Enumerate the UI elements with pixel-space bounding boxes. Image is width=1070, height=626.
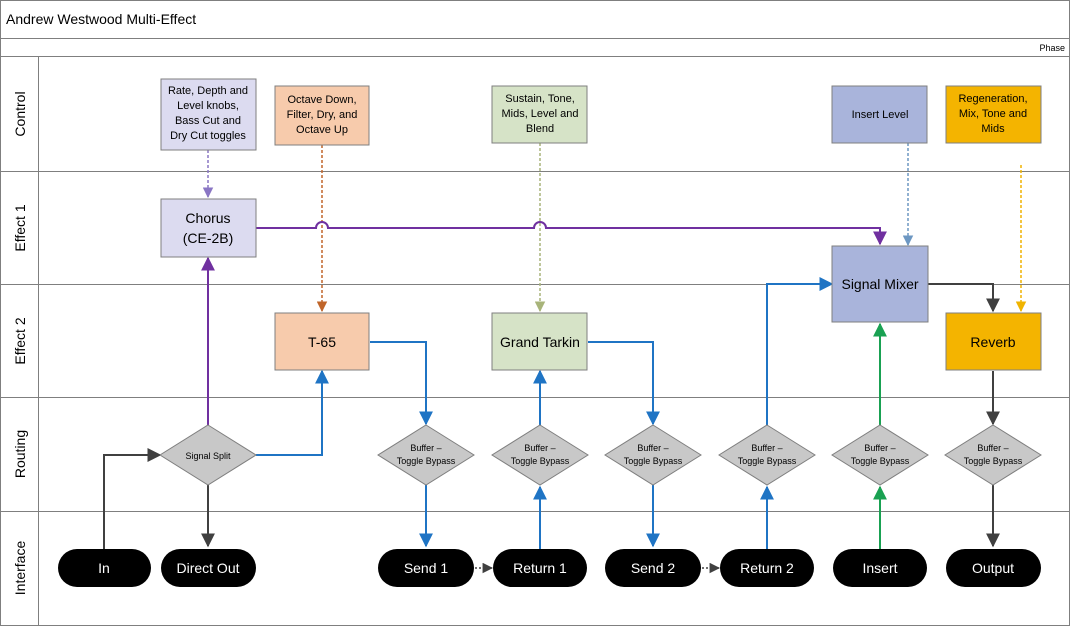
effect-tarkin-name: Grand Tarkin <box>500 334 580 350</box>
interface-in-label: In <box>98 560 110 576</box>
effect-chorus-model: (CE-2B) <box>183 230 234 246</box>
effect-chorus-name: Chorus <box>185 210 230 226</box>
interface-return1: Return 1 <box>493 549 587 587</box>
effect-reverb-box: Reverb <box>945 312 1042 371</box>
effect-chorus-box: Chorus (CE-2B) <box>160 198 257 258</box>
interface-send2: Send 2 <box>605 549 701 587</box>
control-t65-box: Octave Down, Filter, Dry, and Octave Up <box>274 85 370 146</box>
lane-label-effect1: Effect 1 <box>12 204 28 251</box>
buffer-label: Toggle Bypass <box>851 456 910 466</box>
effect-t65-box: T-65 <box>274 312 370 371</box>
routing-buffer-output: Buffer – Toggle Bypass <box>944 424 1042 486</box>
effect-reverb-name: Reverb <box>970 334 1015 350</box>
lane-label-effect2: Effect 2 <box>12 317 28 364</box>
control-tarkin-line: Blend <box>526 123 554 135</box>
interface-output-label: Output <box>972 560 1014 576</box>
phase-label: Phase <box>1039 43 1065 53</box>
buffer-label: Toggle Bypass <box>624 456 683 466</box>
effect-mixer-name: Signal Mixer <box>841 276 918 292</box>
effect-t65-name: T-65 <box>308 334 336 350</box>
effect-tarkin-box: Grand Tarkin <box>491 312 588 371</box>
control-tarkin-line: Mids, Level and <box>501 108 578 120</box>
control-reverb-line: Regeneration, <box>958 93 1027 105</box>
buffer-label: Buffer – <box>864 443 895 453</box>
lane-label-interface: Interface <box>12 541 28 596</box>
control-t65-line: Octave Down, <box>287 94 356 106</box>
control-chorus-box: Rate, Depth and Level knobs, Bass Cut an… <box>160 78 257 151</box>
effect-mixer-box: Signal Mixer <box>831 245 929 323</box>
buffer-label: Buffer – <box>977 443 1008 453</box>
control-reverb-line: Mix, Tone and <box>959 108 1027 120</box>
control-mixer-box: Insert Level <box>831 85 928 144</box>
diagram-title: Andrew Westwood Multi-Effect <box>6 11 196 27</box>
interface-send1-label: Send 1 <box>404 560 449 576</box>
routing-buffer-return1: Buffer – Toggle Bypass <box>491 424 589 486</box>
buffer-label: Buffer – <box>524 443 555 453</box>
control-t65-line: Filter, Dry, and <box>287 109 358 121</box>
control-mixer-line: Insert Level <box>852 109 909 121</box>
interface-output: Output <box>946 549 1041 587</box>
routing-buffer-send1: Buffer – Toggle Bypass <box>377 424 475 486</box>
interface-return2: Return 2 <box>720 549 814 587</box>
interface-return1-label: Return 1 <box>513 560 567 576</box>
routing-buffer-return2: Buffer – Toggle Bypass <box>718 424 816 486</box>
buffer-label: Buffer – <box>751 443 782 453</box>
routing-buffer-insert: Buffer – Toggle Bypass <box>831 424 929 486</box>
interface-insert-label: Insert <box>862 560 897 576</box>
control-chorus-line: Rate, Depth and <box>168 85 248 97</box>
control-chorus-line: Bass Cut and <box>175 115 241 127</box>
buffer-label: Buffer – <box>410 443 441 453</box>
control-tarkin-line: Sustain, Tone, <box>505 93 575 105</box>
buffer-label: Toggle Bypass <box>738 456 797 466</box>
control-chorus-line: Dry Cut toggles <box>170 130 246 142</box>
routing-buffer-send2: Buffer – Toggle Bypass <box>604 424 702 486</box>
control-tarkin-box: Sustain, Tone, Mids, Level and Blend <box>491 85 588 144</box>
interface-in: In <box>58 549 151 587</box>
interface-send2-label: Send 2 <box>631 560 676 576</box>
control-reverb-line: Mids <box>981 123 1005 135</box>
buffer-label: Toggle Bypass <box>511 456 570 466</box>
control-chorus-line: Level knobs, <box>177 100 239 112</box>
interface-return2-label: Return 2 <box>740 560 794 576</box>
buffer-label: Toggle Bypass <box>964 456 1023 466</box>
control-t65-line: Octave Up <box>296 124 348 136</box>
interface-direct-out: Direct Out <box>161 549 256 587</box>
buffer-label: Toggle Bypass <box>397 456 456 466</box>
lane-label-routing: Routing <box>12 430 28 478</box>
lane-label-control: Control <box>12 91 28 136</box>
interface-direct-out-label: Direct Out <box>176 560 239 576</box>
interface-insert: Insert <box>833 549 927 587</box>
routing-signal-split: Signal Split <box>159 424 257 486</box>
control-reverb-box: Regeneration, Mix, Tone and Mids <box>945 85 1042 144</box>
buffer-label: Buffer – <box>637 443 668 453</box>
signal-split-label: Signal Split <box>185 451 231 461</box>
interface-send1: Send 1 <box>378 549 474 587</box>
